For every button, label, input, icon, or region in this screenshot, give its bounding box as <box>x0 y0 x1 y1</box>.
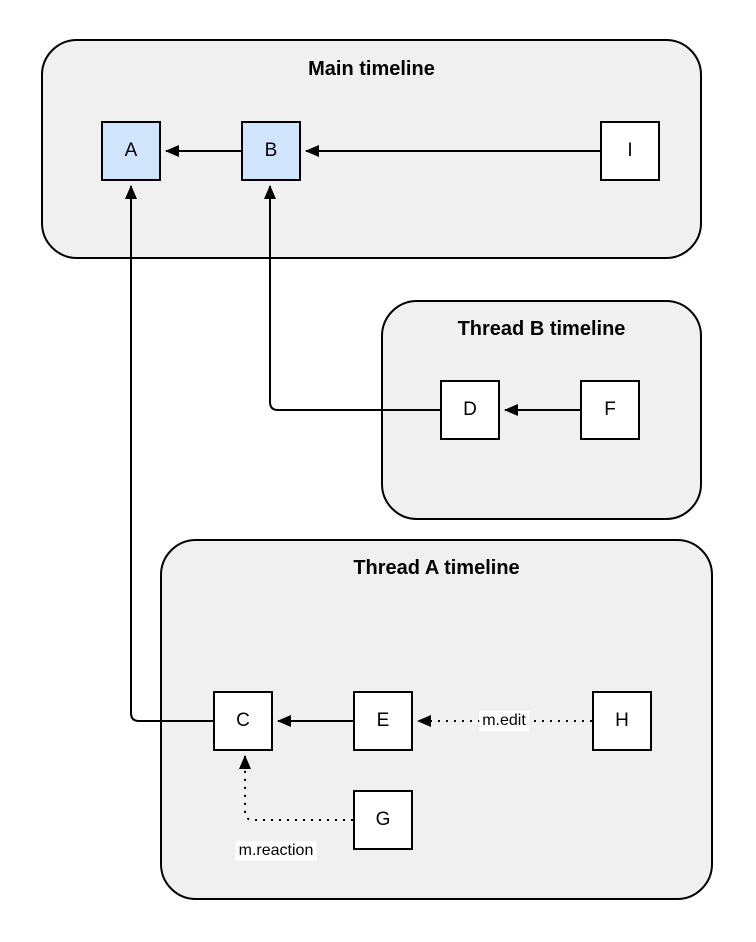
node-d: D <box>440 380 500 440</box>
node-a: A <box>101 121 161 181</box>
node-e: E <box>353 691 413 751</box>
thread-a-timeline-title: Thread A timeline <box>353 557 520 579</box>
node-f: F <box>580 380 640 440</box>
main-timeline-title: Main timeline <box>308 58 435 80</box>
edge-label-m-edit: m.edit <box>479 711 529 731</box>
node-i: I <box>600 121 660 181</box>
node-h: H <box>592 691 652 751</box>
edge-label-m-reaction: m.reaction <box>235 841 317 861</box>
thread-b-timeline-title: Thread B timeline <box>457 318 626 340</box>
node-b: B <box>241 121 301 181</box>
node-g: G <box>353 790 413 850</box>
node-c: C <box>213 691 273 751</box>
